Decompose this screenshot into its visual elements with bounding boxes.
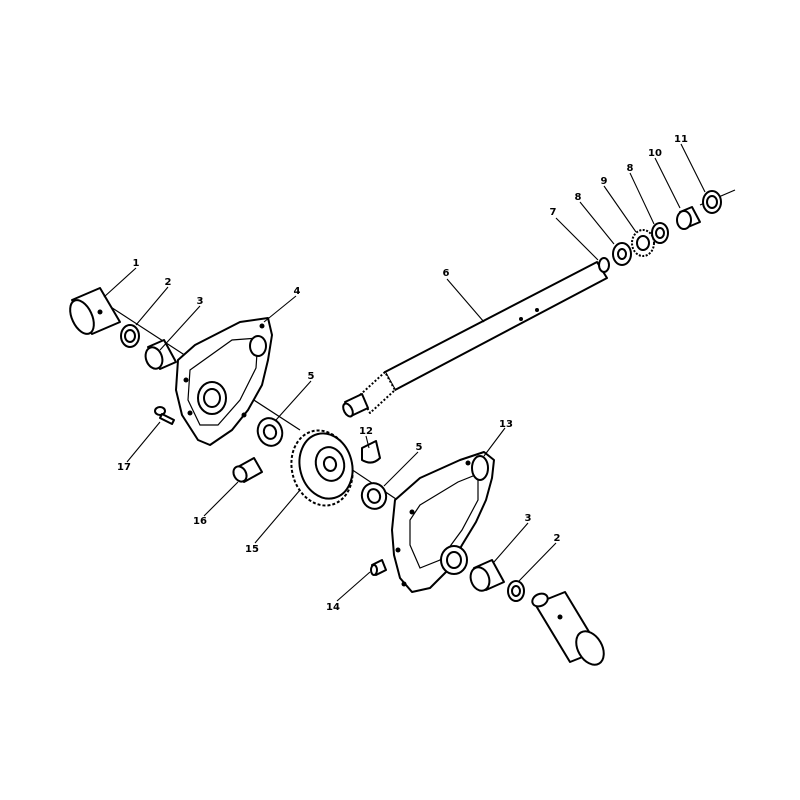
callout-12: 12 — [359, 426, 373, 437]
part-13-housing-right — [391, 451, 495, 593]
part-axle-tube-right — [531, 591, 605, 666]
part-3-bushing-left — [144, 339, 177, 370]
callout-15: 15 — [245, 544, 259, 555]
part-2-washer-right — [507, 580, 525, 602]
callout-2-right: 2 — [554, 533, 561, 544]
part-7-retaining-ring — [598, 257, 610, 273]
part-16-sleeve — [232, 457, 263, 483]
part-6-shaft — [342, 261, 608, 418]
part-9-needle-bearing — [631, 229, 655, 257]
callout-3-right: 3 — [525, 513, 532, 524]
part-11-seal — [702, 190, 722, 214]
callout-16: 16 — [193, 516, 207, 527]
callout-7: 7 — [550, 207, 557, 218]
part-3-bushing-right — [469, 559, 505, 592]
callout-13: 13 — [499, 419, 513, 430]
callout-6: 6 — [443, 268, 450, 279]
callout-3-left: 3 — [197, 296, 204, 307]
callout-8-b: 8 — [627, 163, 634, 174]
callout-5-upper: 5 — [308, 371, 315, 382]
callout-14: 14 — [326, 602, 340, 613]
part-17-bolt — [154, 406, 175, 425]
callout-9: 9 — [601, 176, 608, 187]
part-8-washer-a — [612, 242, 632, 266]
part-5-washer-upper — [256, 417, 284, 447]
callout-8-a: 8 — [575, 192, 582, 203]
callout-10: 10 — [648, 148, 662, 159]
part-2-washer-left — [120, 324, 140, 348]
part-1-axle-tube-left — [69, 287, 121, 335]
callout-4: 4 — [294, 286, 301, 297]
part-5-washer-lower — [360, 482, 388, 510]
callout-1: 1 — [133, 258, 140, 269]
part-4-housing-left — [175, 317, 273, 446]
leader-lines — [103, 143, 706, 602]
callouts: 1 2 3 4 5 6 7 8 9 8 10 11 12 5 13 3 2 14… — [117, 134, 688, 613]
part-10-bushing — [676, 206, 701, 230]
part-12-key — [361, 440, 381, 464]
part-8-washer-b — [651, 222, 669, 244]
callout-17: 17 — [117, 462, 131, 473]
callout-11: 11 — [674, 134, 688, 145]
callout-5-lower: 5 — [416, 442, 423, 453]
part-14-set-screw — [370, 559, 387, 576]
callout-2-left: 2 — [165, 277, 172, 288]
part-15-helical-gear — [290, 429, 354, 507]
